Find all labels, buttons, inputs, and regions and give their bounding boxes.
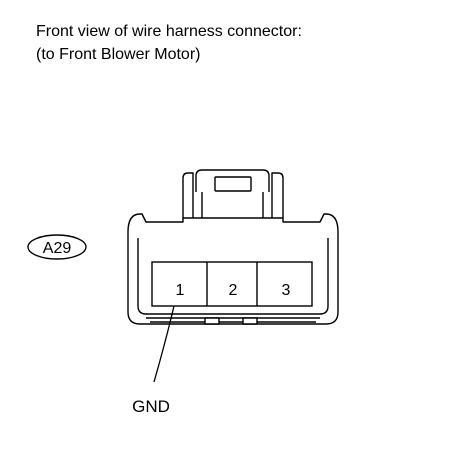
latch-post-left: [182, 172, 194, 218]
housing-inner-outline: [137, 238, 329, 315]
connector-body: [127, 169, 339, 325]
latch-window: [214, 176, 252, 192]
pin-1-label: 1: [176, 282, 185, 299]
housing-outline: [127, 213, 339, 325]
caption-line-2: (to Front Blower Motor): [36, 46, 201, 63]
caption-line-1: Front view of wire harness connector:: [36, 23, 302, 40]
connector-code-ellipse: [27, 234, 87, 260]
latch-arms: [201, 192, 264, 218]
connector-code-label: A29: [43, 240, 72, 257]
pin-3-label: 3: [282, 282, 291, 299]
pin-2-label: 2: [229, 282, 238, 299]
bottom-notch-right: [242, 317, 258, 325]
pin-cavity-frame: [151, 261, 313, 307]
bottom-notch-left: [204, 317, 220, 325]
latch-post-right: [271, 172, 284, 218]
gnd-callout-label: GND: [132, 397, 170, 416]
pin-1-leader-line: [153, 305, 175, 383]
pin-cavities: [151, 261, 313, 307]
diagram-caption: Front view of wire harness connector: (t…: [36, 20, 302, 66]
latch-tab-outline: [195, 169, 270, 192]
connector-code-badge: A29: [27, 234, 87, 260]
housing-bottom-rails: [146, 317, 320, 323]
